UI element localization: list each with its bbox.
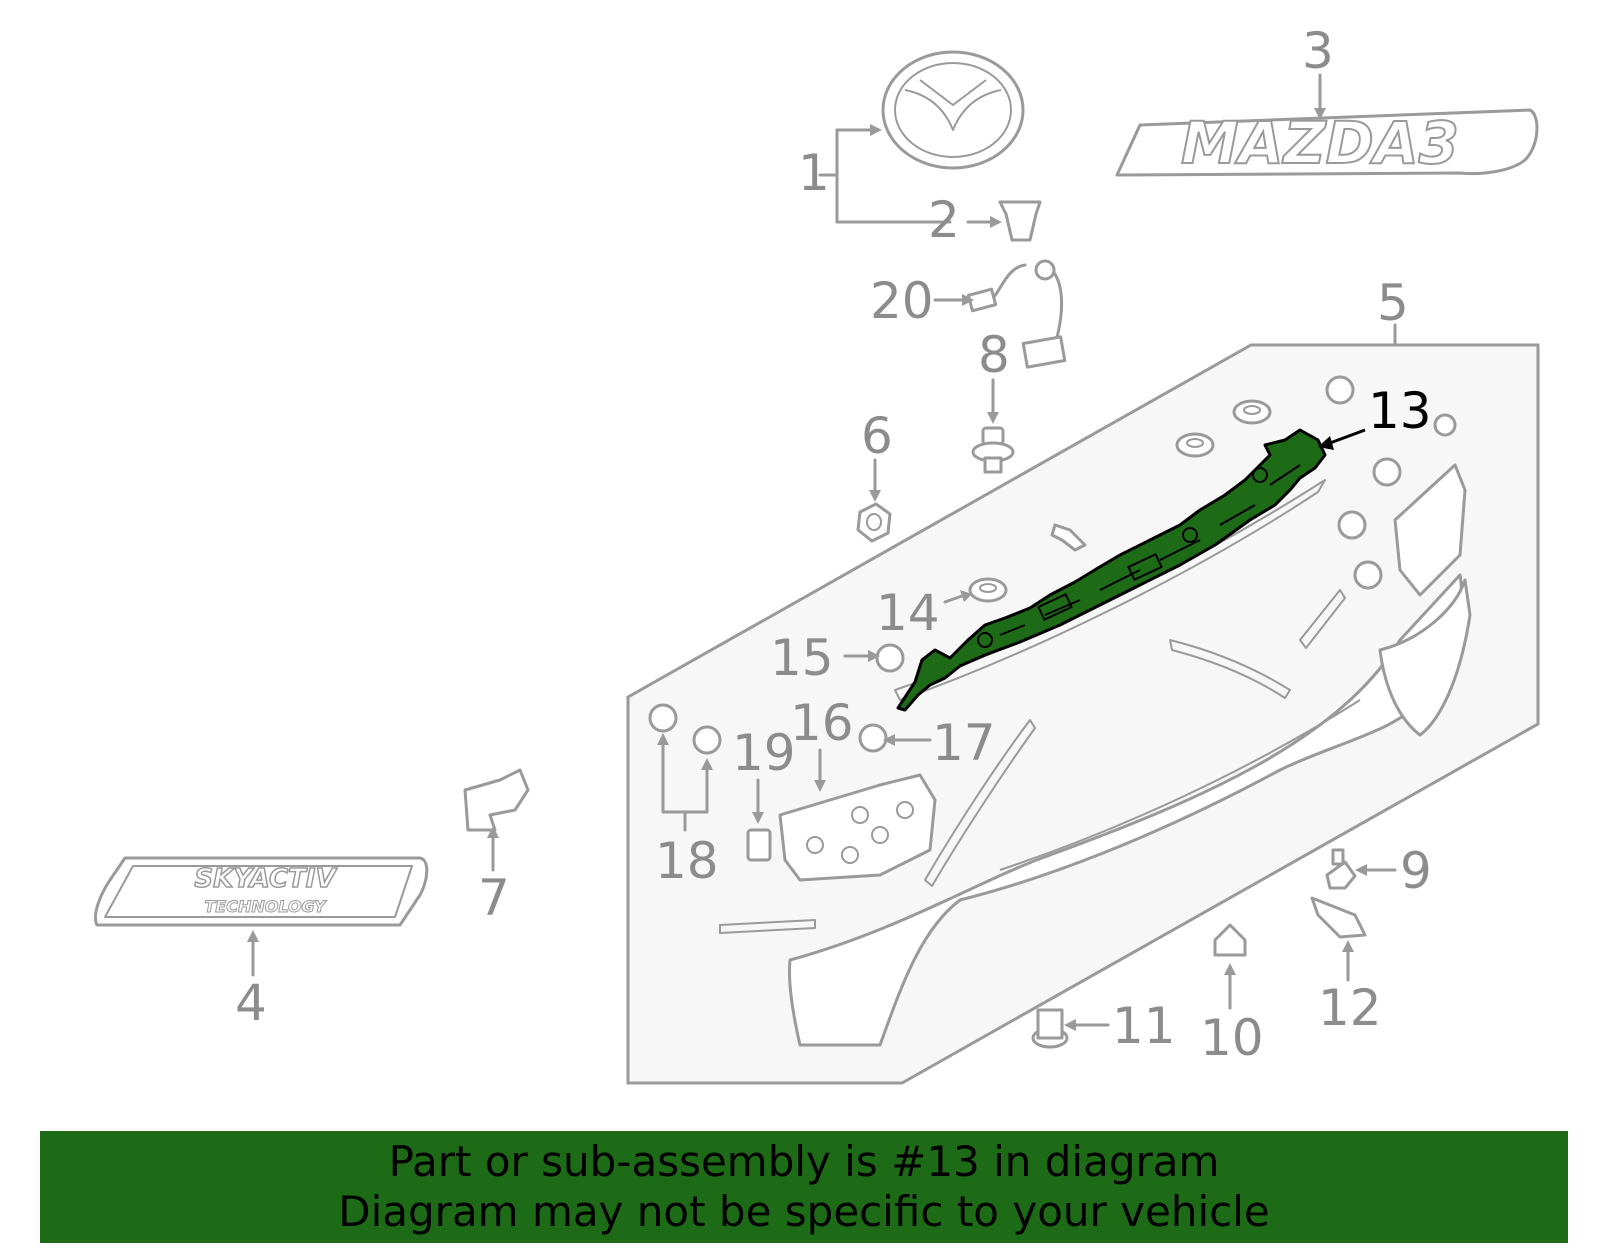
- callout-15: 15: [770, 629, 834, 687]
- garnish-line-5: [719, 919, 816, 934]
- panel-outline: [626, 343, 1540, 1085]
- lamp-12: [1310, 896, 1367, 939]
- callout-16: 16: [790, 694, 854, 752]
- clip-15: [875, 643, 905, 673]
- callout-14: 14: [876, 584, 940, 642]
- clip-17: [858, 723, 888, 753]
- parts-diagram: MAZDA3 SKYACTIV TECHNOLOGY: [94, 22, 1540, 1085]
- grommet-8: [971, 426, 1015, 474]
- callout-12: 12: [1318, 979, 1382, 1037]
- mazda3-badge: MAZDA3: [1115, 108, 1539, 178]
- bracket-7: [463, 768, 530, 832]
- garnish-line-6: [999, 699, 1361, 871]
- grommets-top: [968, 375, 1457, 603]
- skyactiv-badge-text: SKYACTIV: [194, 864, 337, 894]
- clip-10: [1213, 923, 1247, 957]
- mazda3-badge-text: MAZDA3: [1181, 109, 1459, 177]
- garnish-line-4: [924, 719, 1036, 887]
- callout-8: 8: [978, 326, 1010, 384]
- clip-18b: [692, 725, 722, 755]
- garnish-line-3: [1299, 589, 1346, 649]
- harness-20: [966, 259, 1067, 369]
- callout-13: 13: [1368, 382, 1432, 440]
- garnish-lower: [788, 573, 1463, 1047]
- garnish-end: [1378, 578, 1472, 737]
- nut-6: [856, 502, 892, 543]
- side-bracket-right: [1393, 463, 1467, 597]
- clip-19: [746, 828, 772, 862]
- callout-19: 19: [732, 724, 796, 782]
- info-banner: Part or sub-assembly is #13 in diagram D…: [40, 1131, 1568, 1243]
- clip-11: [1031, 1008, 1069, 1049]
- callout-17: 17: [932, 714, 996, 772]
- clip-9: [1325, 848, 1357, 890]
- clip-18a: [648, 703, 678, 733]
- callout-10: 10: [1200, 1009, 1264, 1067]
- callout-2: 2: [928, 191, 960, 249]
- banner-disclaimer: Diagram may not be specific to your vehi…: [338, 1187, 1270, 1236]
- emblem-1: [881, 50, 1025, 170]
- callout-4: 4: [235, 974, 267, 1032]
- callout-7: 7: [478, 869, 510, 927]
- callout-3: 3: [1302, 22, 1334, 80]
- highlighted-part-13: [896, 428, 1327, 712]
- callout-18: 18: [655, 832, 719, 890]
- callout-5: 5: [1377, 274, 1409, 332]
- callout-11: 11: [1112, 997, 1176, 1055]
- callout-1: 1: [798, 144, 830, 202]
- clip-2: [998, 200, 1042, 242]
- technology-badge-text: TECHNOLOGY: [204, 897, 327, 916]
- callout-6: 6: [861, 407, 893, 465]
- skyactiv-badge: SKYACTIV TECHNOLOGY: [94, 856, 429, 927]
- leader-lines: [247, 73, 1397, 1031]
- banner-part-notice: Part or sub-assembly is #13 in diagram: [388, 1137, 1220, 1186]
- callout-20: 20: [870, 272, 934, 330]
- bracket-16: [778, 773, 937, 882]
- callout-9: 9: [1400, 842, 1432, 900]
- garnish-line-2: [1169, 639, 1291, 699]
